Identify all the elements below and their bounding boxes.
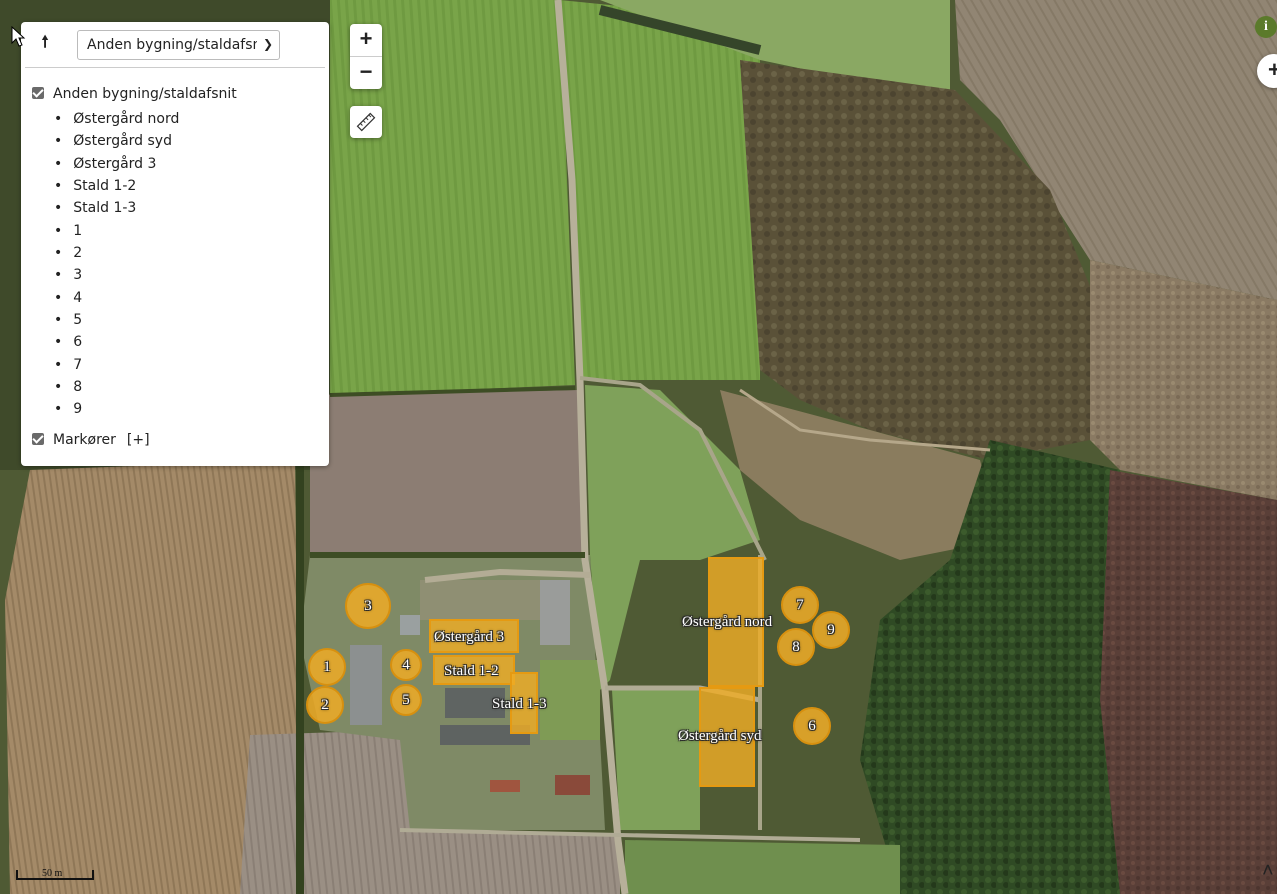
layer-item[interactable]: Stald 1-3 [54, 197, 179, 219]
label-ostergard-syd: Østergård syd [678, 728, 762, 744]
layer-group-buildings[interactable]: Anden bygning/staldafsnit [32, 86, 237, 102]
north-arrow-icon: ˄ [1262, 860, 1274, 882]
building-stald-1-3[interactable] [510, 672, 538, 734]
layer-group-label: Anden bygning/staldafsnit [53, 86, 237, 102]
label-stald-1-3: Stald 1-3 [492, 696, 547, 712]
layer-item[interactable]: 6 [54, 331, 179, 353]
panel-header: 🠕 Anden bygning/staldafsnit ❯ [25, 22, 325, 68]
silo-5[interactable]: 5 [390, 684, 422, 716]
layer-item[interactable]: 4 [54, 287, 179, 309]
building-ostergard-3[interactable] [429, 619, 519, 653]
label-ostergard-3: Østergård 3 [434, 629, 505, 645]
silo-8[interactable]: 8 [777, 628, 815, 666]
zoom-control: + − [350, 24, 382, 89]
mouse-cursor-icon [11, 26, 26, 47]
building-ostergard-syd[interactable] [699, 687, 755, 787]
markers-expand-link[interactable]: [+] [126, 432, 150, 448]
layer-group-markers[interactable]: Markører [+] [32, 432, 150, 448]
markers-label: Markører [53, 432, 116, 448]
layer-item[interactable]: 2 [54, 242, 179, 264]
layer-item[interactable]: 8 [54, 376, 179, 398]
layer-item[interactable]: Østergård 3 [54, 153, 179, 175]
layer-item[interactable]: Østergård syd [54, 130, 179, 152]
info-icon[interactable]: i [1255, 16, 1277, 38]
markers-checkbox[interactable] [32, 433, 44, 445]
layer-checkbox[interactable] [32, 87, 44, 99]
layer-select-value: Anden bygning/staldafsnit [87, 36, 257, 53]
layer-item[interactable]: 3 [54, 264, 179, 286]
layer-item[interactable]: 9 [54, 398, 179, 420]
zoom-out-button[interactable]: − [359, 59, 373, 84]
silo-6[interactable]: 6 [793, 707, 831, 745]
chevron-down-icon: ❯ [262, 36, 273, 51]
scale-bar: 50 m [16, 862, 94, 880]
zoom-in-button[interactable]: + [350, 24, 382, 57]
silo-3[interactable]: 3 [345, 583, 391, 629]
ruler-icon [356, 112, 376, 132]
scale-label: 50 m [42, 868, 63, 879]
layer-select[interactable]: Anden bygning/staldafsnit ❯ [77, 29, 280, 60]
label-ostergard-nord: Østergård nord [682, 614, 773, 630]
layer-item[interactable]: Stald 1-2 [54, 175, 179, 197]
layer-item[interactable]: 1 [54, 220, 179, 242]
silo-9[interactable]: 9 [812, 611, 850, 649]
label-stald-1-2: Stald 1-2 [444, 663, 499, 679]
silo-2[interactable]: 2 [306, 686, 344, 724]
building-stald-1-2[interactable] [433, 655, 515, 685]
layer-item[interactable]: 7 [54, 354, 179, 376]
layer-item[interactable]: Østergård nord [54, 108, 179, 130]
silo-1[interactable]: 1 [308, 648, 346, 686]
layer-item[interactable]: 5 [54, 309, 179, 331]
scale-bar-line [16, 870, 94, 880]
measure-button[interactable] [350, 106, 382, 138]
arrow-up-icon[interactable]: 🠕 [41, 32, 49, 51]
building-ostergard-nord[interactable] [708, 557, 764, 687]
layer-panel: 🠕 Anden bygning/staldafsnit ❯ Anden bygn… [21, 22, 329, 466]
expand-plus-button[interactable]: + [1257, 54, 1277, 88]
silo-4[interactable]: 4 [390, 649, 422, 681]
silo-7[interactable]: 7 [781, 586, 819, 624]
